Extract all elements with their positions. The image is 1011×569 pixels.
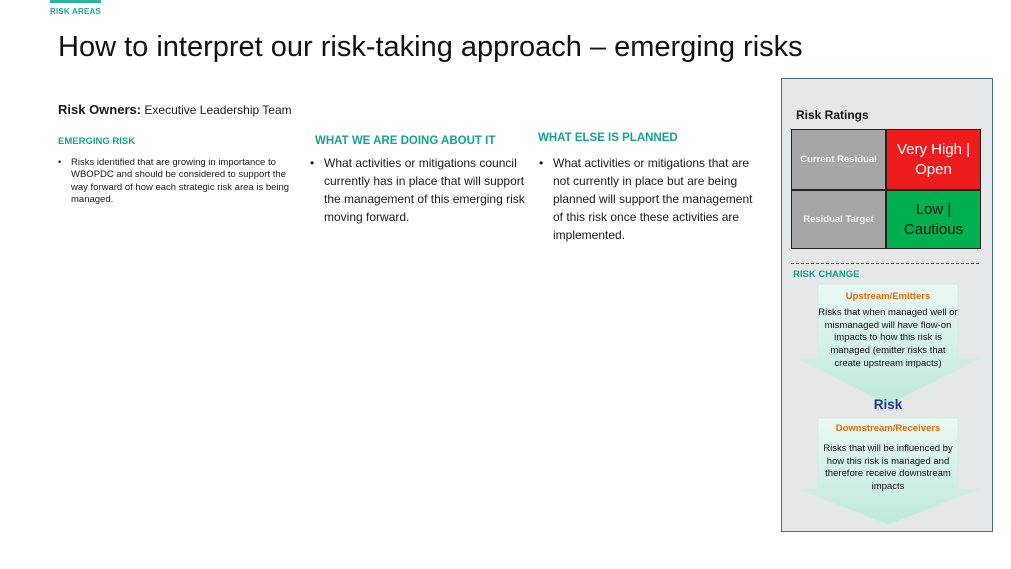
emerging-risk-text: Risks identified that are growing in imp…: [71, 157, 290, 205]
else-planned-bullet: • What activities or mitigations that ar…: [539, 154, 764, 244]
risk-ratings-title: Risk Ratings: [796, 108, 869, 122]
doing-about-it-text: What activities or mitigations council c…: [324, 156, 525, 224]
upstream-arrow: [798, 283, 980, 406]
bullet-dot: •: [310, 156, 315, 170]
downstream-text: Risks that will be influenced by how thi…: [823, 443, 953, 493]
else-planned-text: What activities or mitigations that are …: [553, 156, 753, 242]
current-residual-label: Current Residual: [791, 129, 886, 190]
emerging-risk-bullet: • Risks identified that are growing in i…: [58, 157, 290, 206]
risk-flow-arrows: [798, 283, 980, 526]
risk-center-label: Risk: [873, 397, 903, 412]
residual-target-label: Residual Target: [791, 190, 886, 249]
panel-divider: [791, 263, 979, 264]
risk-owners-value: Executive Leadership Team: [141, 103, 292, 117]
doing-about-it-bullet: • What activities or mitigations council…: [310, 154, 532, 226]
doing-about-it-heading: WHAT WE ARE DOING ABOUT IT: [315, 135, 496, 147]
risk-ratings-panel: Risk Ratings Current Residual Very High …: [781, 78, 993, 532]
page-title: How to interpret our risk-taking approac…: [58, 31, 803, 63]
downstream-arrow: [798, 417, 980, 526]
emerging-risk-heading: EMERGING RISK: [58, 136, 136, 147]
upstream-heading: Upstream/Emitters: [845, 291, 931, 302]
residual-target-value: Low | Cautious: [886, 190, 981, 249]
bullet-dot: •: [58, 157, 62, 168]
risk-owners: Risk Owners: Executive Leadership Team: [58, 102, 292, 117]
current-residual-value: Very High | Open: [886, 129, 981, 190]
risk-change-title: RISK CHANGE: [793, 269, 860, 280]
risk-owners-label: Risk Owners:: [58, 102, 142, 117]
upstream-text: Risks that when managed well or mismanag…: [818, 307, 958, 369]
else-planned-heading: WHAT ELSE IS PLANNED: [538, 132, 678, 144]
downstream-heading: Downstream/Receivers: [835, 423, 941, 434]
bullet-dot: •: [539, 156, 544, 170]
section-accent-bar: [50, 0, 101, 3]
section-tag: RISK AREAS: [50, 7, 102, 16]
